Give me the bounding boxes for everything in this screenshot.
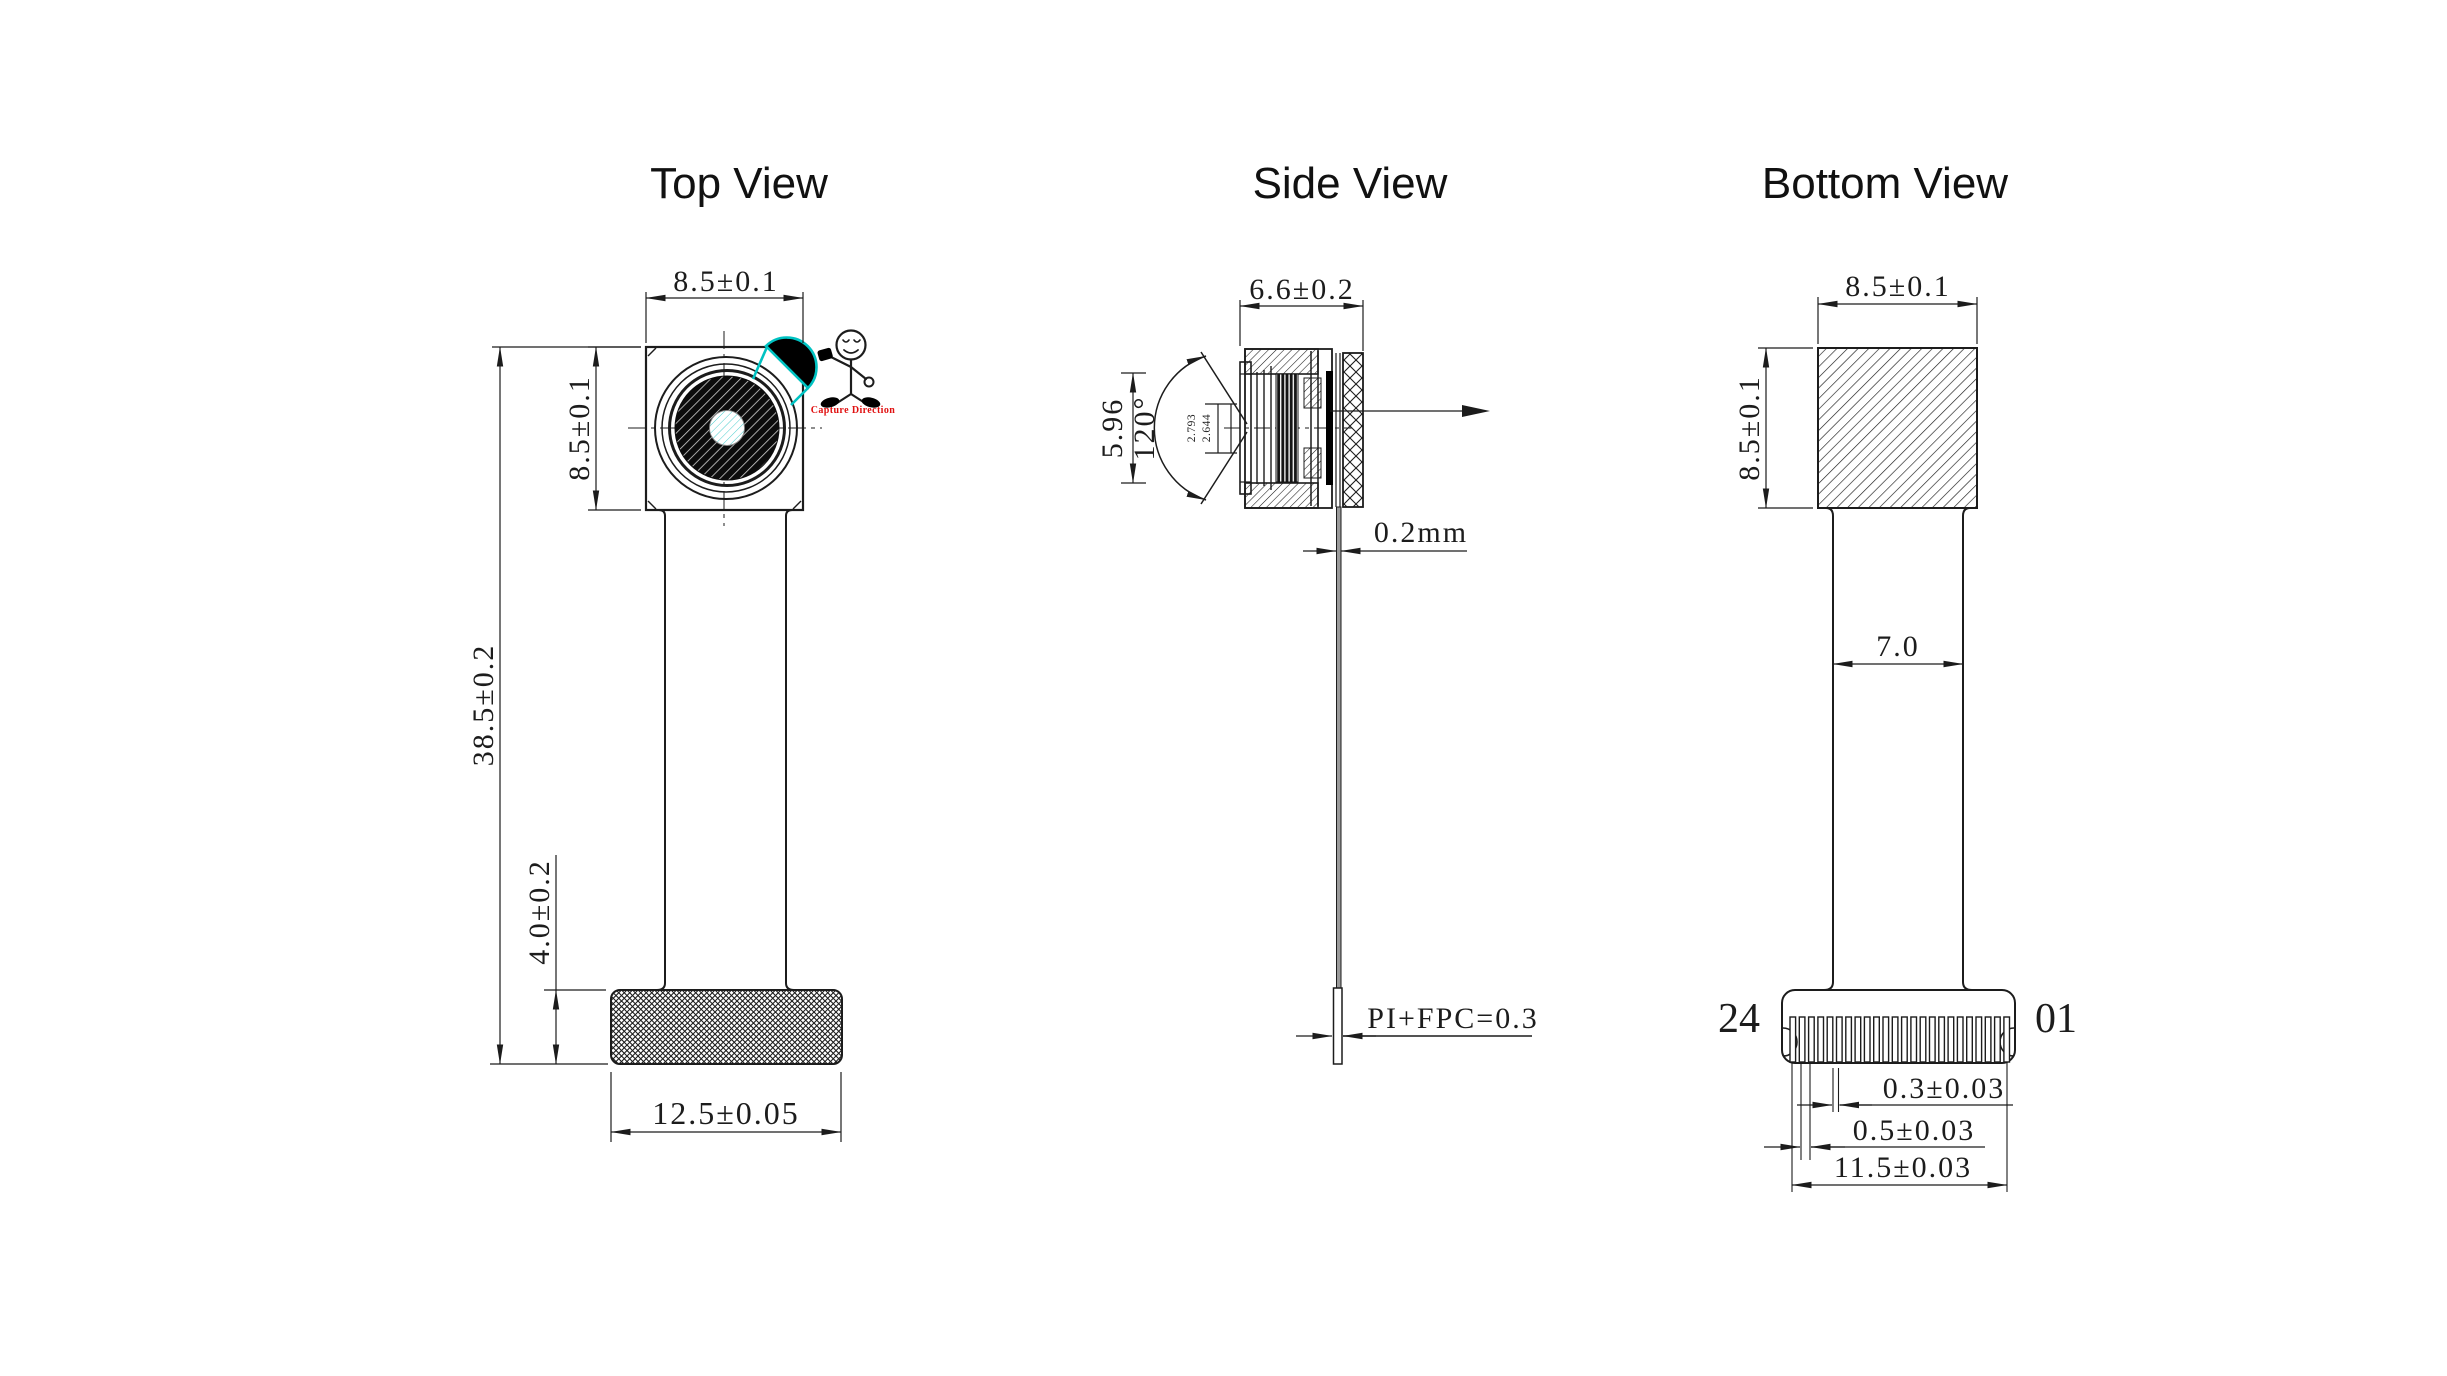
connector-pin xyxy=(1845,1016,1853,1063)
lens-bezel-inner-ring xyxy=(661,363,791,493)
capture-direction-figure-icon xyxy=(817,329,881,408)
connector-pin xyxy=(1789,1016,1797,1063)
bottom-column-top-fillets xyxy=(1825,507,1971,517)
dome-neck-line-2 xyxy=(790,387,809,406)
column-width-dimension-text: 7.0 xyxy=(1876,630,1920,663)
fpc-thickness-dimension: 0.2mm xyxy=(1303,516,1468,555)
connector-pin xyxy=(1965,1016,1973,1063)
fpc-stack-dimension: PI+FPC=0.3 xyxy=(1296,1002,1538,1040)
top-width-dimension: 8.5±0.1 xyxy=(645,265,804,343)
base-height-dimension: 4.0±0.2 xyxy=(523,855,606,1065)
module-head-outline xyxy=(644,345,805,512)
fpc-stack-dimension-text: PI+FPC=0.3 xyxy=(1367,1002,1538,1035)
side-width-dimension-text: 6.6±0.2 xyxy=(1249,273,1354,306)
connector-pin xyxy=(1872,1016,1880,1063)
housing-top-wall xyxy=(1244,348,1319,375)
pin-width-dimension-text: 0.3±0.03 xyxy=(1883,1072,2005,1105)
base-width-dimension-text: 12.5±0.05 xyxy=(652,1095,800,1131)
connector-width-dimension-text: 11.5±0.03 xyxy=(1834,1151,1972,1184)
bottom-top-width-dimension-text: 8.5±0.1 xyxy=(1845,270,1950,303)
connector-pin xyxy=(1956,1016,1964,1063)
dome-neck-line-1 xyxy=(751,346,769,380)
image-sensor-bar xyxy=(1326,371,1333,485)
bottom-head-height-dimension: 8.5±0.1 xyxy=(1733,347,1813,509)
base-height-dimension-text: 4.0±0.2 xyxy=(523,859,556,964)
connector-pin xyxy=(1826,1016,1834,1063)
bottom-column-bottom-fillets xyxy=(1823,981,1973,991)
side-view: 120° 5.96 6.6±0.2 2.793 2.644 xyxy=(1096,273,1538,1065)
sensor-plane-arrow xyxy=(1462,405,1490,417)
figure-camera-and-feet xyxy=(817,347,881,408)
lens-front-plate xyxy=(1239,361,1252,495)
connector-pin xyxy=(2003,1016,2011,1063)
bottom-head-height-dimension-text: 8.5±0.1 xyxy=(1733,375,1766,480)
column-top-fillets xyxy=(658,509,793,517)
head-height-dimension-text: 8.5±0.1 xyxy=(563,375,596,480)
connector-pin xyxy=(1910,1016,1918,1063)
connector-pin xyxy=(1900,1016,1908,1063)
pin-pitch-dimension: 0.5±0.03 xyxy=(1764,1114,1985,1151)
knurled-base xyxy=(610,989,843,1065)
inner-outer-dimension-text: 2.793 xyxy=(1186,414,1198,442)
pin-right-label: 01 xyxy=(2035,996,2077,1042)
bottom-top-width-dimension: 8.5±0.1 xyxy=(1817,270,1978,344)
pcb-stiffener-block xyxy=(1342,352,1364,508)
inner-inner-dimension-text: 2.644 xyxy=(1201,414,1213,442)
connector-extension-lines xyxy=(1791,1063,2008,1192)
connector-pin xyxy=(1817,1016,1825,1063)
connector-pin xyxy=(1798,1016,1806,1063)
connector-pin xyxy=(1919,1016,1927,1063)
pin-pitch-dimension-text: 0.5±0.03 xyxy=(1853,1114,1975,1147)
lens-highlight-circle xyxy=(668,369,786,487)
connector-width-dimension: 11.5±0.03 xyxy=(1791,1151,2008,1189)
lens-height-dimension-text: 5.96 xyxy=(1096,398,1129,459)
lens-bezel-outer-ring xyxy=(654,356,798,500)
connector-pin xyxy=(1807,1016,1815,1063)
connector-pins xyxy=(1789,1016,2011,1063)
connector-pin xyxy=(1854,1016,1862,1063)
overall-height-dimension: 38.5±0.2 xyxy=(467,346,641,1065)
connector-pin xyxy=(1975,1016,1983,1063)
side-width-dimension: 6.6±0.2 xyxy=(1239,273,1364,351)
housing-bottom-wall xyxy=(1244,482,1319,509)
connector-pin xyxy=(1863,1016,1871,1063)
spring-section-bottom xyxy=(1303,447,1322,479)
spring-section-top xyxy=(1303,377,1322,409)
connector-pin xyxy=(1947,1016,1955,1063)
lens-element-stack xyxy=(1275,373,1299,483)
top-width-dimension-text: 8.5±0.1 xyxy=(673,265,778,298)
top-view: 8.5±0.1 8.5±0.1 38.5±0.2 4.0±0.2 xyxy=(467,265,895,1142)
bottom-head-hatched xyxy=(1817,347,1978,509)
connector-pin xyxy=(1891,1016,1899,1063)
lens-center xyxy=(709,410,745,446)
column-width-dimension: 7.0 xyxy=(1832,630,1964,668)
lens-height-dimension: 5.96 xyxy=(1096,372,1146,484)
overall-height-dimension-text: 38.5±0.2 xyxy=(467,644,500,766)
fpc-stiffener-end xyxy=(1332,987,1343,1065)
connector-pin xyxy=(1993,1016,2001,1063)
side-view-title: Side View xyxy=(1253,159,1448,208)
top-view-title: Top View xyxy=(650,159,828,208)
connector-pin xyxy=(1882,1016,1890,1063)
base-width-dimension: 12.5±0.05 xyxy=(610,1072,842,1142)
capture-direction-label: Capture Direction xyxy=(811,405,896,416)
bottom-view: 24 01 8.5±0.1 8.5±0.1 7.0 xyxy=(1718,270,2077,1192)
connector-pin xyxy=(1835,1016,1843,1063)
pin-width-dimension: 0.3±0.03 xyxy=(1797,1072,2013,1109)
fpc-thickness-dimension-text: 0.2mm xyxy=(1374,516,1468,549)
connector-left-notch xyxy=(1782,1027,1798,1057)
fpc-ribbon xyxy=(1336,506,1342,989)
bottom-view-title: Bottom View xyxy=(1762,159,2008,208)
head-height-dimension: 8.5±0.1 xyxy=(563,346,641,511)
column-bottom-fillets xyxy=(656,982,795,991)
capture-direction-dome-icon xyxy=(764,336,818,390)
connector-pin xyxy=(1928,1016,1936,1063)
connector-pin xyxy=(1938,1016,1946,1063)
connector-pin xyxy=(1984,1016,1992,1063)
inner-dimensions: 2.793 2.644 xyxy=(1186,403,1237,454)
pin-left-label: 24 xyxy=(1718,996,1760,1042)
